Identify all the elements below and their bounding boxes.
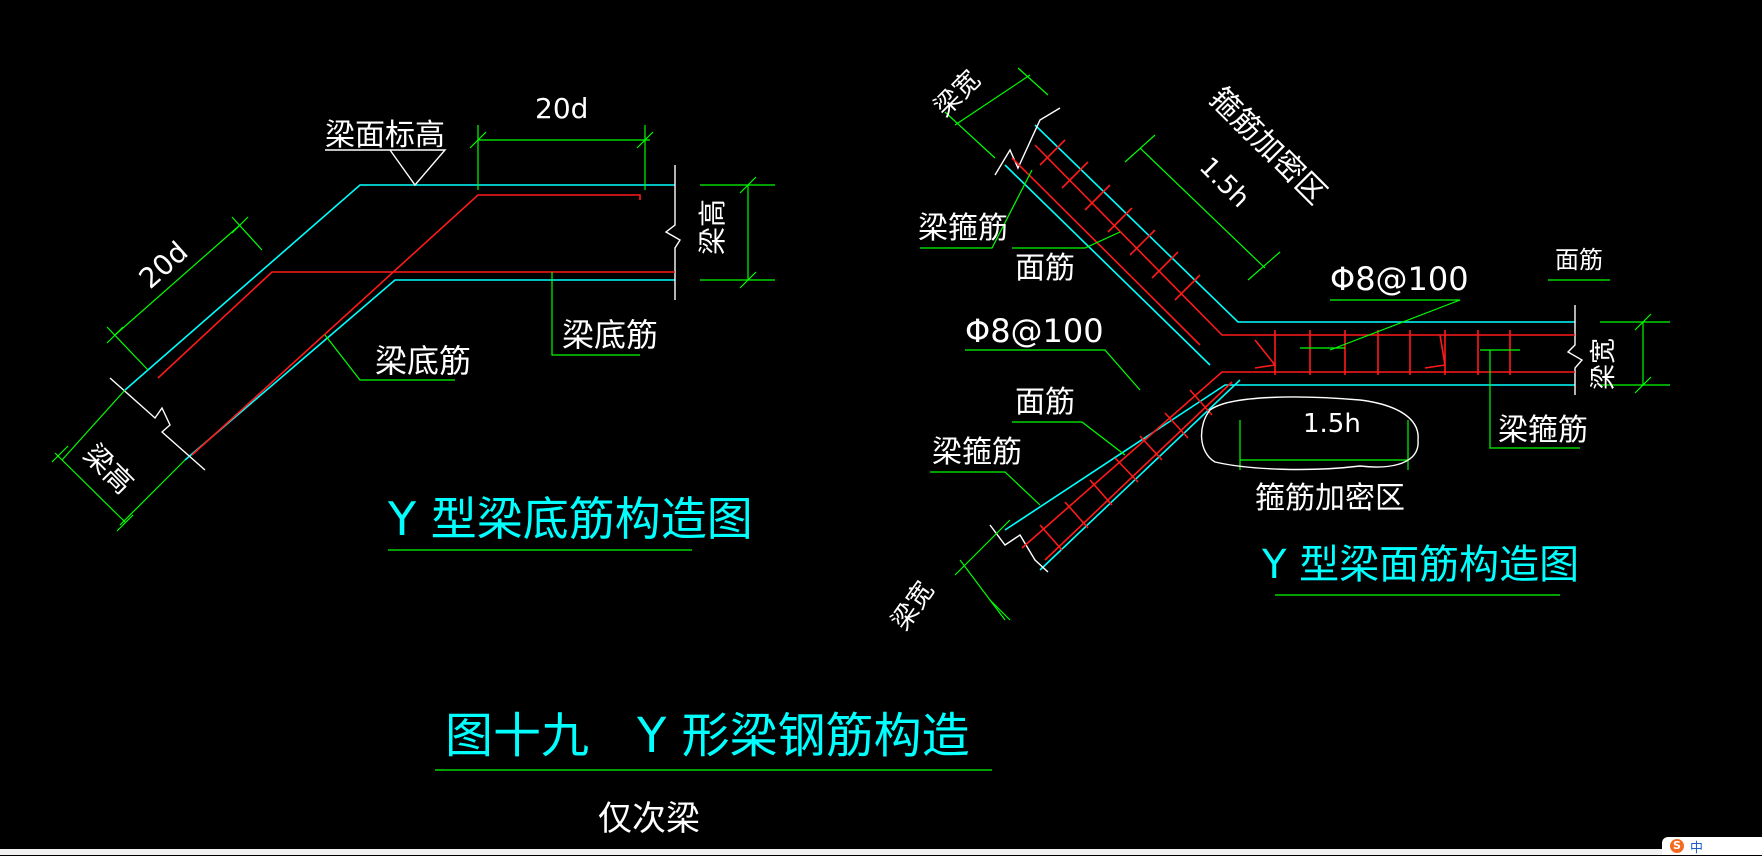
beam-outline-top: [124, 184, 675, 391]
beam-outline-upper-branch: [1034, 124, 1575, 323]
elevation-marker: [325, 149, 447, 187]
stirrups-horizontal: [1254, 330, 1511, 375]
break-line-right: [664, 165, 681, 300]
label-stirrup-top: 梁箍筋: [918, 211, 1008, 246]
ime-language-label: 中: [1690, 841, 1704, 856]
beam-outline-inner-upper: [1004, 164, 1211, 366]
label-stirrup-spec-2: Φ8@100: [965, 312, 1104, 350]
dim-diag-1-5h: 1.5h: [1193, 152, 1255, 214]
label-beam-width-right: 梁宽: [1589, 338, 1619, 390]
stirrups-upper-branch: [1039, 139, 1201, 301]
label-stirrup-spec-1: Φ8@100: [1330, 260, 1469, 298]
left-title: Y 型梁底筋构造图: [387, 492, 753, 546]
label-bottom-bar-1: 梁底筋: [375, 342, 471, 380]
right-title: Y 型梁面筋构造图: [1261, 542, 1579, 588]
label-top-bar-2: 面筋: [1015, 385, 1075, 420]
break-line-left: [109, 377, 206, 471]
label-dense-zone-horizontal: 箍筋加密区: [1255, 481, 1405, 516]
dim-diag-20d: 20d: [133, 235, 195, 295]
label-top-bar-1: 面筋: [1015, 251, 1075, 286]
label-top-bar-right: 面筋: [1555, 246, 1603, 274]
label-beam-width-top: 梁宽: [929, 65, 987, 123]
status-bar: [0, 849, 1762, 855]
leader-bottom-bar-1: [324, 334, 455, 381]
stirrups-lower-branch: [1039, 389, 1213, 551]
ime-indicator[interactable]: S 中: [1662, 837, 1762, 856]
sogou-logo-icon: S: [1670, 839, 1684, 853]
rebar-upper: [157, 271, 675, 379]
left-detail: [51, 125, 775, 551]
label-bottom-bar-2: 梁底筋: [562, 316, 658, 354]
label-beam-height-right: 梁高: [696, 199, 729, 255]
label-top-elevation: 梁面标高: [325, 118, 445, 153]
label-beam-width-bottom: 梁宽: [886, 576, 940, 636]
dim-top-20d: 20d: [535, 92, 588, 125]
label-beam-height-left: 梁高: [77, 438, 140, 501]
beam-outline-inner-lower: [1039, 379, 1241, 571]
leader-bottom-bar-2: [551, 272, 640, 356]
beam-outline-bottom: [184, 279, 675, 461]
revision-cloud: [1200, 396, 1419, 471]
label-stirrup-bottom: 梁箍筋: [932, 435, 1022, 470]
rebar-lower: [191, 194, 641, 456]
dim-horizontal-1-5h: 1.5h: [1303, 409, 1361, 439]
figure-caption: 图十九 Y 形梁钢筋构造: [445, 708, 970, 764]
right-detail: [920, 67, 1670, 621]
figure-note: 仅次梁: [598, 799, 700, 839]
label-stirrup-right: 梁箍筋: [1498, 413, 1588, 448]
beam-outline-lower-branch: [1004, 384, 1575, 531]
